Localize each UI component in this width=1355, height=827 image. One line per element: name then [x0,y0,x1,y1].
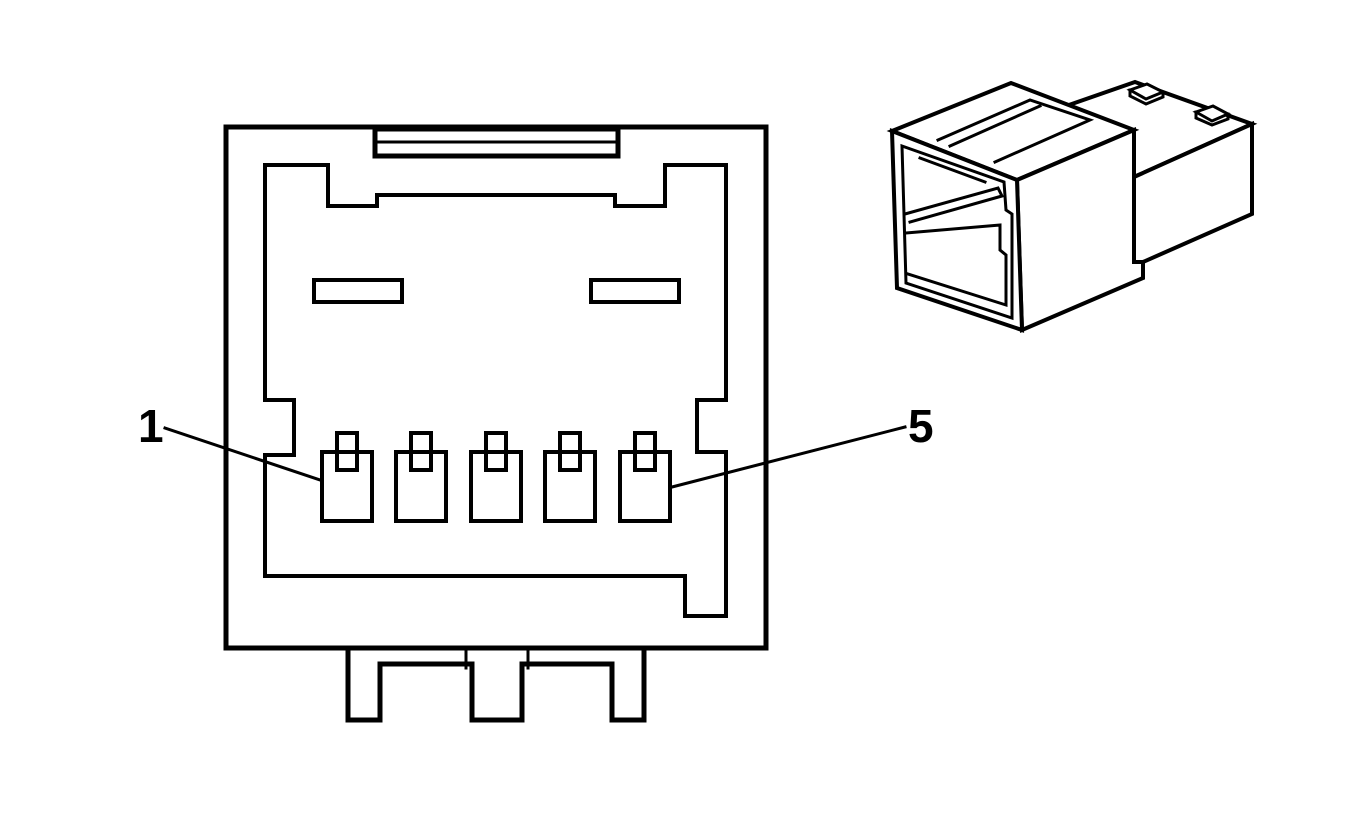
terminal-cavity-1 [320,431,374,523]
terminal-cavity-4 [543,431,597,523]
connector-isometric-view [886,79,1258,333]
bottom-mounting-legs [345,645,647,723]
pin-5-leader-line [670,425,907,489]
inner-cavity-outline [263,163,728,618]
front-opening-inner-edge [918,156,987,184]
rear-tab-left-edge [1128,88,1165,106]
front-opening [900,143,1014,321]
pin-1-leader-line [163,426,322,482]
housing-outer-frame [223,124,769,651]
rear-tab-right-edge [1194,110,1230,127]
terminal-cavity-2 [394,431,448,523]
front-opening-lower-ledge [904,223,1008,308]
pin-1-label: 1 [138,400,164,452]
top-latch-slot [372,126,621,159]
terminal-cavity-5 [618,431,672,523]
left-key-slot [312,278,404,304]
terminal-cavity-3 [469,431,523,523]
top-latch-rail-line [948,104,1042,148]
pin-5-label: 5 [908,400,934,452]
right-key-slot [589,278,681,304]
connector-front-view: 1 5 [138,124,934,723]
top-latch-rail [936,98,1095,164]
front-opening-divider [903,186,1005,224]
